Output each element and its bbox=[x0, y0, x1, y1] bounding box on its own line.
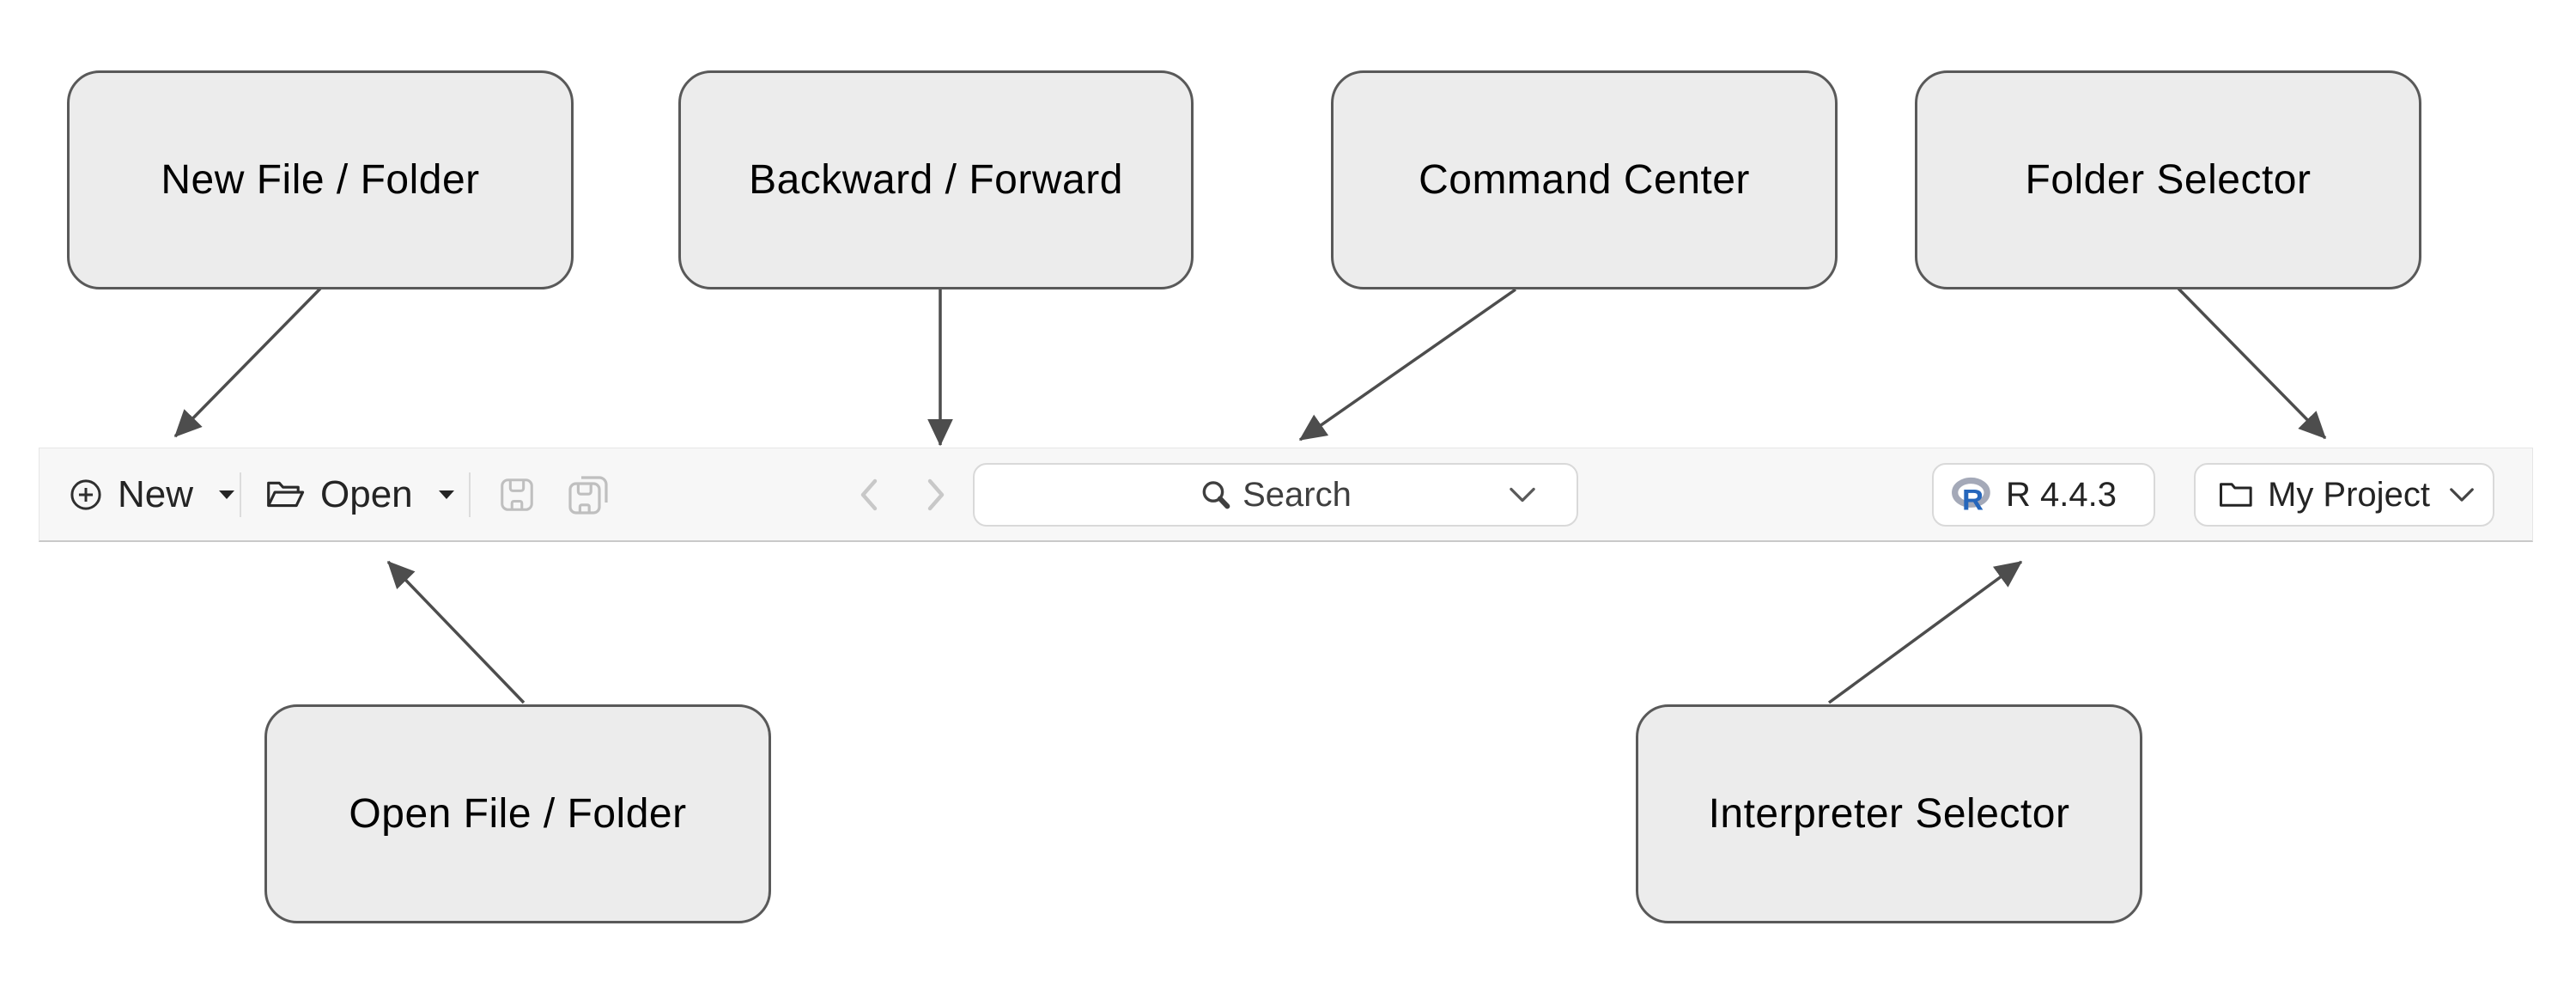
search-label: Search bbox=[1242, 475, 1352, 514]
caret-down-icon bbox=[438, 490, 454, 499]
callout-command-center: Command Center bbox=[1331, 70, 1838, 289]
chevron-down-icon bbox=[2450, 488, 2474, 502]
callout-label: New File / Folder bbox=[161, 157, 480, 203]
open-folder-icon bbox=[265, 478, 307, 511]
save-button[interactable] bbox=[497, 475, 537, 515]
callout-folder-selector: Folder Selector bbox=[1915, 70, 2421, 289]
arrow-open-file-folder bbox=[386, 560, 526, 704]
interpreter-selector-button[interactable]: R R 4.4.3 bbox=[1932, 463, 2155, 527]
callout-label: Open File / Folder bbox=[349, 791, 687, 837]
new-file-button[interactable]: New bbox=[68, 472, 235, 516]
save-all-button[interactable] bbox=[566, 474, 611, 515]
callout-label: Backward / Forward bbox=[749, 157, 1123, 203]
folder-icon bbox=[2218, 479, 2254, 510]
navigate-forward-button[interactable] bbox=[925, 478, 947, 512]
save-all-floppy-icon bbox=[566, 474, 611, 515]
chevron-down-icon bbox=[1510, 487, 1535, 503]
interpreter-label: R 4.4.3 bbox=[2006, 475, 2117, 514]
callout-backward-forward: Backward / Forward bbox=[678, 70, 1194, 289]
plus-circle-icon bbox=[68, 477, 104, 513]
magnifier-icon bbox=[1200, 478, 1232, 511]
callout-label: Interpreter Selector bbox=[1708, 791, 2070, 837]
new-button-label: New bbox=[118, 472, 194, 515]
navigate-back-button[interactable] bbox=[858, 478, 880, 512]
project-label: My Project bbox=[2268, 475, 2430, 514]
chevron-left-icon bbox=[858, 478, 880, 512]
open-button-label: Open bbox=[320, 472, 413, 515]
arrow-command-center bbox=[1298, 288, 1517, 442]
callout-interpreter-selector: Interpreter Selector bbox=[1636, 704, 2142, 923]
open-file-button[interactable]: Open bbox=[265, 473, 454, 516]
command-center-search[interactable]: Search bbox=[973, 463, 1578, 527]
save-floppy-icon bbox=[497, 475, 537, 515]
r-language-logo-icon: R bbox=[1951, 477, 1996, 513]
chevron-right-icon bbox=[925, 478, 947, 512]
callout-open-file-folder: Open File / Folder bbox=[264, 704, 771, 923]
arrow-new-file-folder bbox=[173, 287, 322, 438]
arrow-folder-selector bbox=[2177, 287, 2327, 440]
callout-new-file-folder: New File / Folder bbox=[67, 70, 574, 289]
caret-down-icon bbox=[219, 490, 235, 499]
callout-label: Folder Selector bbox=[2025, 157, 2312, 203]
callout-label: Command Center bbox=[1419, 157, 1750, 203]
svg-text:R: R bbox=[1962, 484, 1984, 513]
arrow-interpreter-selector bbox=[1827, 560, 2023, 704]
toolbar-separator bbox=[240, 472, 241, 517]
folder-selector-button[interactable]: My Project bbox=[2194, 463, 2494, 527]
toolbar-separator bbox=[469, 472, 471, 517]
